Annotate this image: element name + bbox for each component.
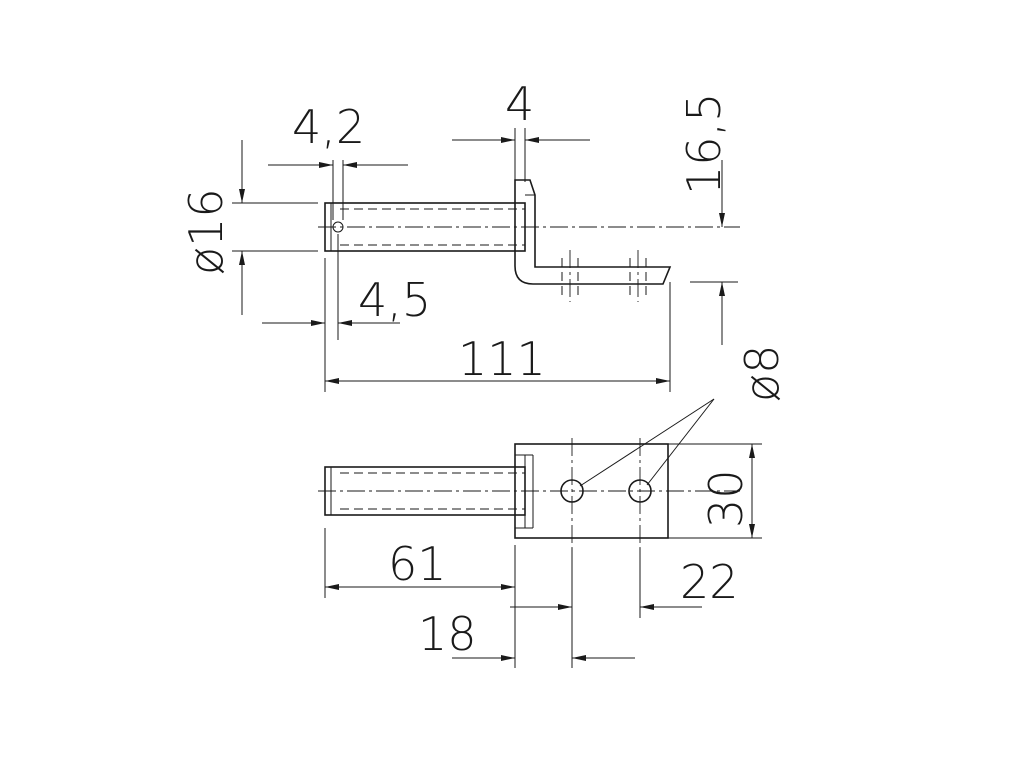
dim-text-first-hole: 18 xyxy=(418,607,477,661)
dim-rod-length: 61 xyxy=(324,528,516,668)
dim-plate-thickness: 4 xyxy=(452,77,590,182)
dim-text-hole-pitch: 22 xyxy=(680,555,739,609)
bracket-outline xyxy=(514,179,672,285)
dim-hole-diameter: ø8 xyxy=(579,345,789,487)
plate-outline xyxy=(514,443,669,539)
dim-overall-length: 111 xyxy=(324,282,671,392)
dim-hole-width: 4,2 xyxy=(268,100,408,220)
dim-text-plate-width: 30 xyxy=(699,469,753,528)
dim-text-hole-width: 4,2 xyxy=(292,100,365,154)
side-view xyxy=(318,179,740,302)
dim-text-hole-diameter: ø8 xyxy=(735,345,789,402)
dim-text-flange-height: 16,5 xyxy=(677,93,731,195)
dim-rod-diameter: ø16 xyxy=(179,140,318,315)
dim-text-hole-offset: 4,5 xyxy=(358,273,431,327)
dim-first-hole: 18 xyxy=(418,607,635,661)
dim-plate-width: 30 xyxy=(668,443,762,539)
dim-text-overall-length: 111 xyxy=(458,332,546,386)
dim-flange-height: 16,5 xyxy=(677,93,738,345)
cross-hole xyxy=(332,221,344,233)
dim-text-rod-length: 61 xyxy=(388,537,447,591)
dim-text-rod-diameter: ø16 xyxy=(179,188,233,275)
dim-text-plate-thickness: 4 xyxy=(505,77,534,131)
dim-hole-pitch: 22 xyxy=(510,548,739,668)
dim-hole-offset: 4,5 xyxy=(262,234,431,340)
plan-view xyxy=(318,438,740,548)
